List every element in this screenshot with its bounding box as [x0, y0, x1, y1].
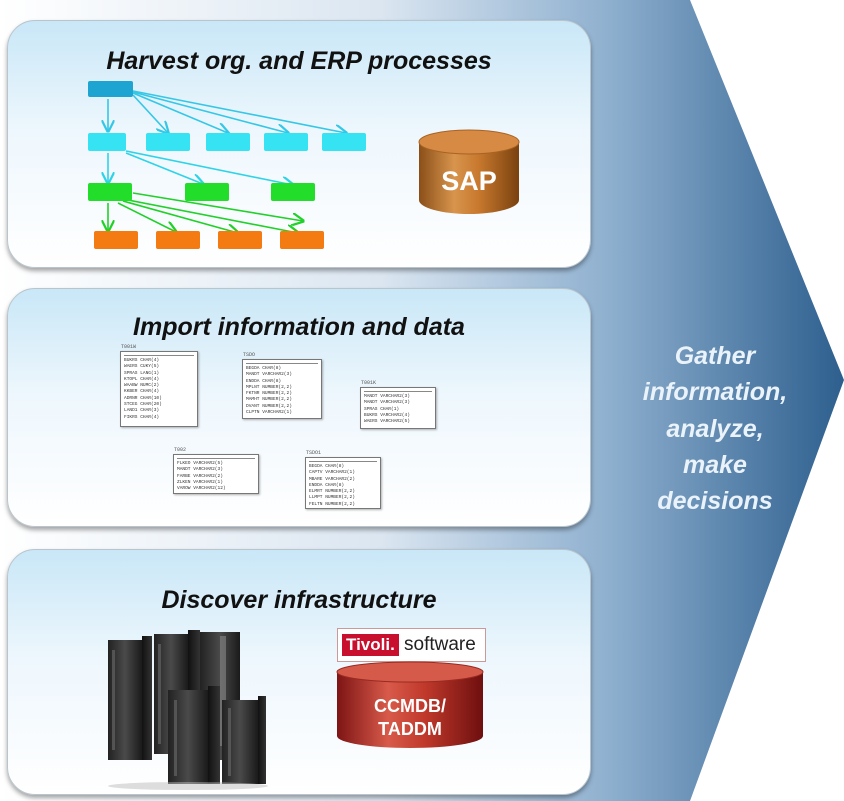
table-column: SPRAS CHAR(1) [364, 406, 400, 412]
server-rack-icon [108, 630, 268, 790]
table-column: BEGDA CHAR(8) [309, 464, 345, 469]
gather-decisions-text: Gather information, analyze, make decisi… [615, 338, 815, 519]
panel-discover: Discover infrastructure [7, 549, 591, 795]
table-column: FKTNR NUMBER(2,2) [246, 391, 292, 397]
arrows-level3 [108, 192, 303, 233]
table-column: LAND1 CHAR(3) [124, 408, 160, 414]
schema-table: TSDO1 BEGDA CHAR(8) CAPTV VARCHAR2(1) MB… [305, 450, 381, 509]
node-level2 [264, 133, 308, 151]
arrows-level2 [108, 150, 293, 185]
node-level4 [280, 231, 324, 249]
node-level3 [88, 183, 132, 201]
table-column: BUKRS CHAR(4) [124, 358, 160, 363]
node-level4 [94, 231, 138, 249]
table-divider [177, 458, 255, 459]
table-column: MANDT VARCHAR2(3) [177, 467, 223, 473]
table-divider [309, 461, 377, 462]
table-column: KTOPL CHAR(4) [124, 376, 160, 382]
table-column: WAERS CUKY(5) [124, 364, 160, 370]
table-column: STCEG CHAR(20) [124, 402, 162, 408]
ccmdb-database-icon: CCMDB/ TADDM [336, 661, 484, 748]
taddm-label: TADDM [378, 719, 442, 739]
table-divider [124, 355, 194, 356]
schema-table: T002 FLKEO VARCHAR2(5) MANDT VARCHAR2(3)… [173, 447, 259, 494]
node-level2 [146, 133, 190, 151]
node-level4 [156, 231, 200, 249]
table-column: BUKRS VARCHAR2(4) [364, 412, 410, 418]
tivoli-badge: Tivoli. software [337, 628, 486, 662]
table-column: BEGDA CHAR(8) [246, 366, 282, 371]
table-column: ENDDA CHAR(8) [309, 482, 345, 488]
table-column: ZLKEN VARCHAR2(1) [177, 479, 223, 485]
table-column: MBARE VARCHAR2(2) [309, 476, 355, 482]
sap-database-icon: SAP [418, 129, 520, 214]
org-hierarchy-diagram [88, 81, 366, 249]
side-text-line: Gather [674, 342, 756, 370]
table-column: LLMPT NUMBER(2,2) [309, 495, 355, 501]
table-column: WAERS VARCHAR2(5) [364, 419, 410, 425]
table-column: ADRNR CHAR(10) [124, 395, 162, 401]
node-level3 [185, 183, 229, 201]
table-column: FELTN NUMBER(2,2) [309, 501, 355, 507]
tivoli-software-label: software [404, 634, 476, 655]
table-column: FLKEO VARCHAR2(5) [177, 461, 223, 466]
node-level2 [206, 133, 250, 151]
tivoli-brand-label: Tivoli. [342, 634, 399, 656]
table-name: T001K [361, 380, 377, 386]
table-column: VAROW VARCHAR2(12) [177, 486, 226, 492]
schema-table: TSDO BEGDA CHAR(8) MANDT VARCHAR2(3) END… [242, 352, 322, 419]
table-column: ELMRT NUMBER(2,2) [309, 489, 355, 495]
node-level2 [88, 133, 126, 151]
table-column: WAABW NUMC(2) [124, 383, 160, 389]
side-text-line: make [683, 450, 747, 479]
table-column: MANDT VARCHAR2(3) [364, 394, 410, 399]
panel-title: Discover infrastructure [161, 586, 437, 614]
panel-title: Harvest org. and ERP processes [106, 47, 492, 75]
side-text-line: information, [642, 378, 788, 407]
table-column: MAMHT NUMBER(2,2) [246, 397, 292, 403]
table-name: TSDO [243, 352, 256, 358]
table-column: SPRAS LANG(1) [124, 370, 160, 376]
table-divider [364, 391, 432, 392]
node-level3 [271, 183, 315, 201]
table-divider [246, 363, 318, 364]
side-text-line: decisions [657, 487, 773, 515]
schema-table: T001K MANDT VARCHAR2(3) MANDT VARCHAR2(3… [360, 380, 436, 429]
table-name: T002 [174, 447, 187, 453]
table-column: CLPTN VARCHAR2(1) [246, 410, 292, 416]
sap-label: SAP [441, 166, 497, 196]
table-column: CAPTV VARCHAR2(1) [309, 470, 355, 476]
panel-harvest: Harvest org. and ERP processes [7, 20, 591, 268]
ccmdb-label: CCMDB/ [374, 696, 446, 716]
table-column: MANDT VARCHAR2(3) [364, 400, 410, 406]
table-column: MANDT VARCHAR2(3) [246, 372, 292, 378]
node-level1 [88, 81, 133, 97]
table-name: T001W [121, 344, 137, 350]
table-column: FIKRS CHAR(4) [124, 414, 160, 420]
schema-table: T001W BUKRS CHAR(4) WAERS CUKY(5) SPRAS … [120, 344, 198, 427]
side-text-line: analyze, [666, 414, 764, 443]
arrows-level1 [108, 90, 346, 133]
table-name: TSDO1 [306, 450, 322, 456]
node-level4 [218, 231, 262, 249]
table-column: KKBER CHAR(4) [124, 389, 160, 395]
node-level2 [322, 133, 366, 151]
panel-title: Import information and data [133, 313, 465, 341]
panel-import: Import information and data T001W BUKRS … [7, 288, 591, 527]
table-column: ENDDA CHAR(8) [246, 378, 282, 384]
table-column: MPLNT NUMBER(2,2) [246, 384, 292, 390]
table-column: FARBE VARCHAR2(2) [177, 473, 223, 479]
table-column: DVANT NUMBER(2,2) [246, 403, 292, 409]
